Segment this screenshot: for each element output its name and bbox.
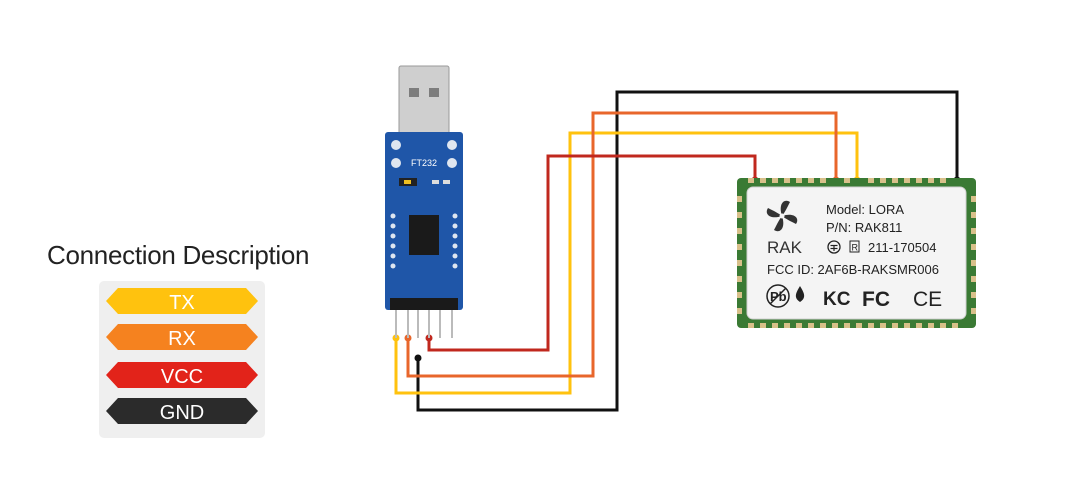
- mark-kc: KC: [823, 289, 851, 310]
- mark-pb: Pb: [770, 289, 787, 304]
- pb-free-icon: Pb: [766, 284, 790, 308]
- model-line: Model: LORA: [826, 202, 904, 217]
- brand-label: RAK: [767, 238, 803, 257]
- rak-logo-icon: [766, 200, 798, 232]
- wire-vcc: [427, 154, 757, 352]
- side-pads: [390, 213, 458, 269]
- r-mark-icon: R: [849, 240, 860, 253]
- legend-arrow-tx: [106, 288, 258, 314]
- legend-title: Connection Description: [47, 240, 310, 270]
- pn-line: P/N: RAK811: [826, 220, 902, 235]
- mount-hole-right: [447, 140, 457, 150]
- legend-label-vcc: VCC: [161, 366, 203, 388]
- telec-mark-icon: [827, 240, 841, 254]
- castellated-pads-top: [748, 178, 946, 183]
- svg-text:R: R: [852, 243, 859, 253]
- jumper-pin: [404, 180, 411, 184]
- legend-arrows: TX RX VCC GND: [106, 288, 258, 424]
- legend-arrow-gnd: [106, 398, 258, 424]
- led: [432, 180, 439, 184]
- mark-fc: FC: [862, 288, 890, 311]
- dot-gnd-adapter: [414, 354, 422, 362]
- legend-label-rx: RX: [168, 328, 196, 350]
- legend-label-tx: TX: [169, 292, 195, 314]
- castellated-pads-sides: [737, 196, 976, 314]
- usb-plug-window-left: [409, 88, 419, 97]
- led-2: [443, 180, 450, 184]
- mark-ce: CE: [913, 288, 942, 311]
- legend-item-vcc: VCC: [106, 362, 258, 388]
- fcc-line: FCC ID: 2AF6B-RAKSMR006: [767, 262, 939, 277]
- drop-icon: [795, 286, 805, 302]
- cert-line: 211-170504: [868, 240, 936, 255]
- ft232-ic: [409, 215, 439, 255]
- wire-rx: [406, 111, 838, 378]
- mount-hole-left-2: [391, 158, 401, 168]
- header-block: [390, 298, 458, 310]
- mount-hole-left: [391, 140, 401, 150]
- mount-hole-right-2: [447, 158, 457, 168]
- castellated-pads-bottom: [748, 323, 958, 328]
- chip-label: FT232: [411, 158, 437, 168]
- legend-arrow-rx: [106, 324, 258, 350]
- legend-item-rx: RX: [106, 324, 258, 350]
- legend-label-gnd: GND: [160, 402, 204, 424]
- usb-plug-window-right: [429, 88, 439, 97]
- module-shield: [746, 186, 967, 320]
- wire-tx: [394, 131, 859, 395]
- wire-gnd: [416, 90, 959, 412]
- legend-item-gnd: GND: [106, 398, 258, 424]
- rak811-module: RAK Model: LORA P/N: RAK811 R 211-170504…: [737, 178, 976, 328]
- legend-arrow-vcc: [106, 362, 258, 388]
- header-pins: [395, 310, 453, 338]
- usb-adapter: FT232: [385, 65, 463, 338]
- legend-item-tx: TX: [106, 288, 258, 314]
